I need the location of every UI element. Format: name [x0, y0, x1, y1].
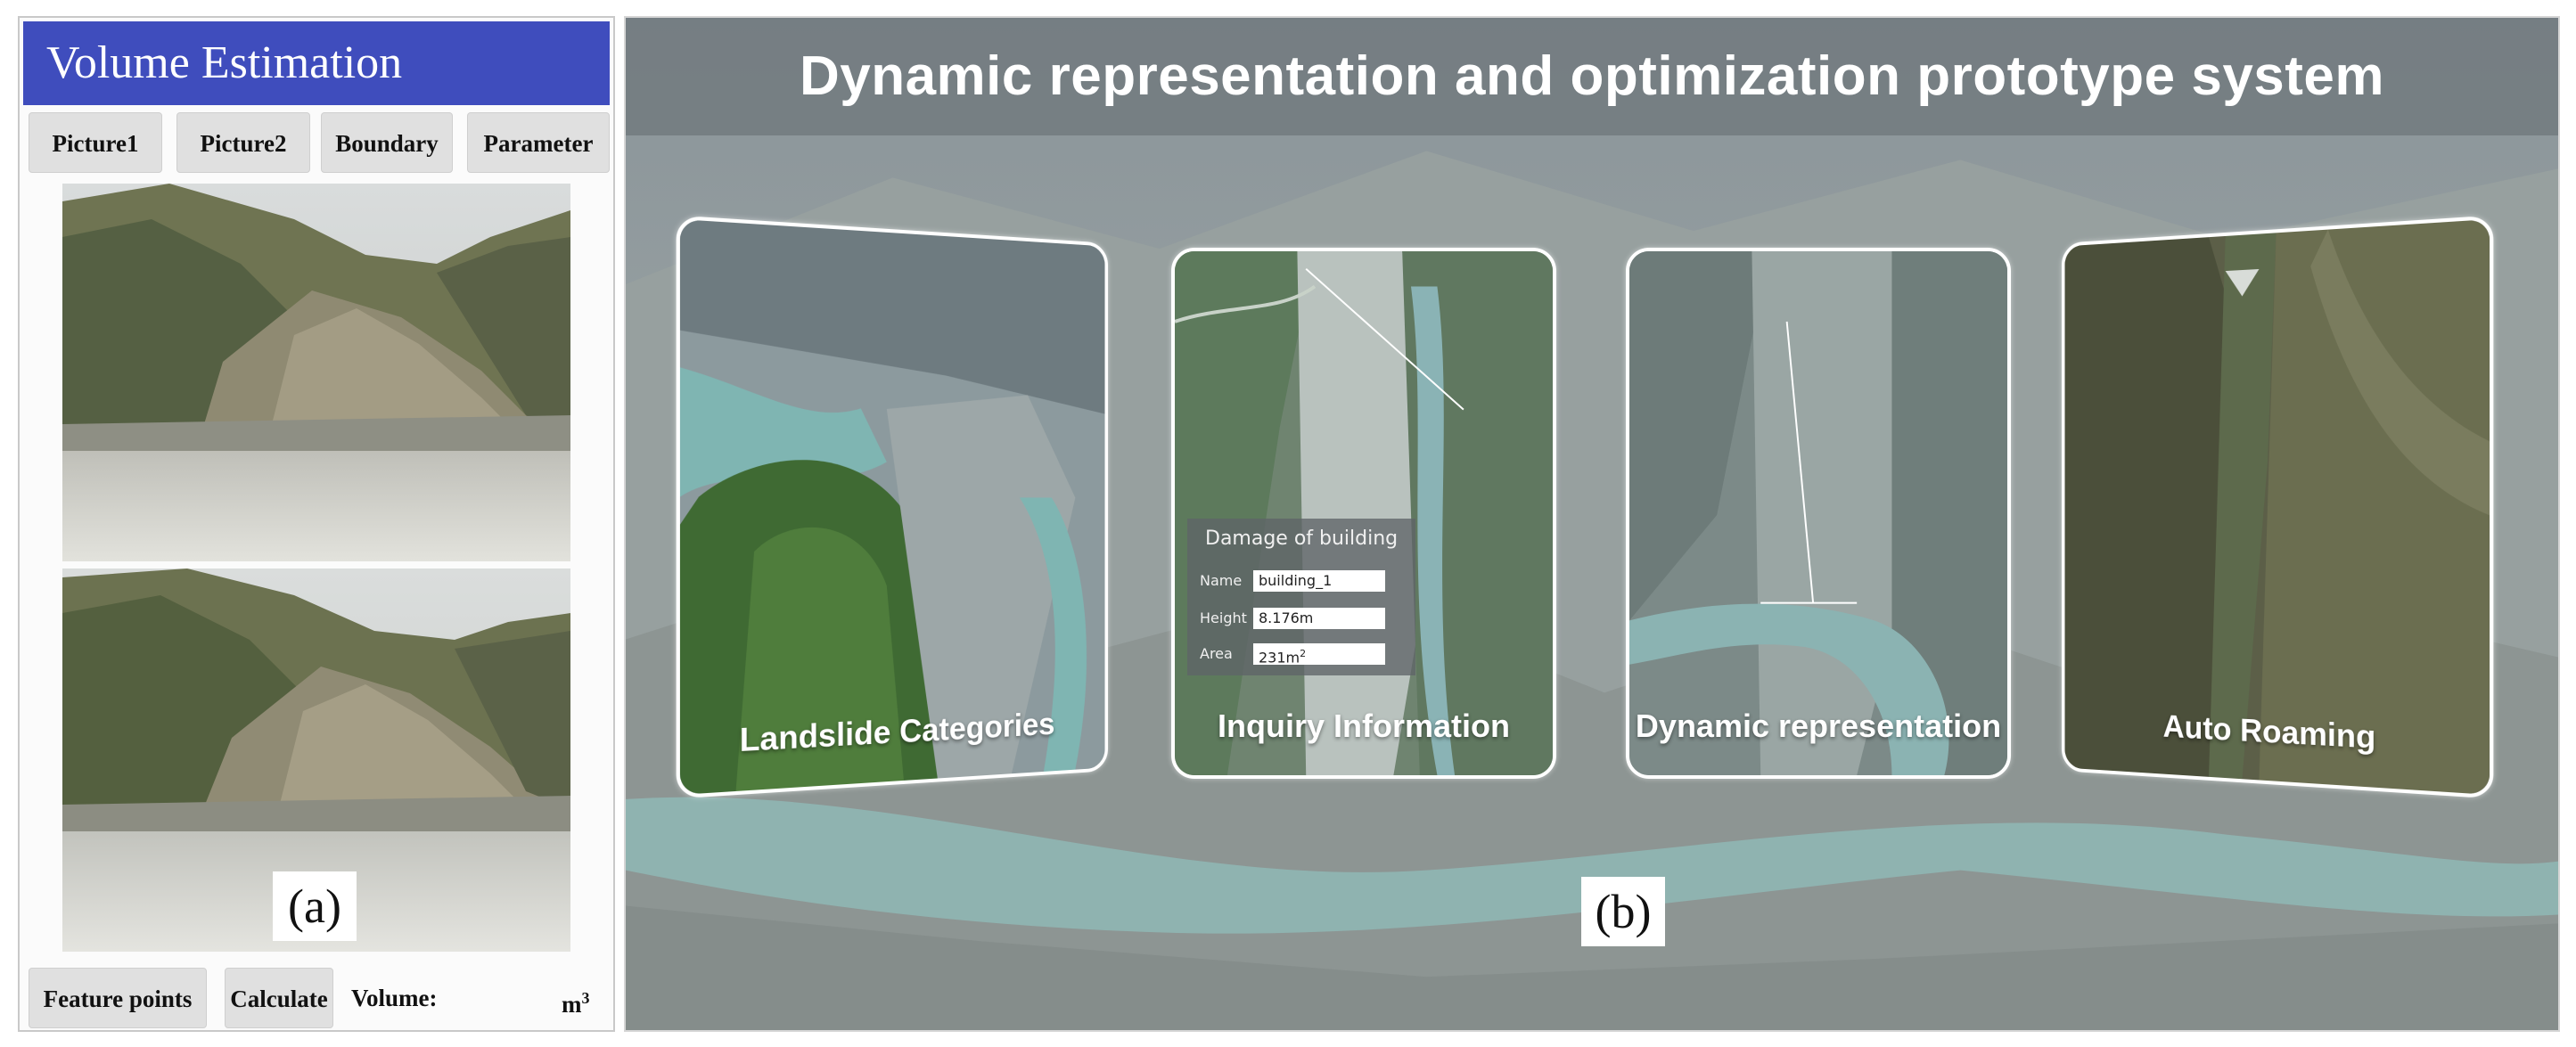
landslide-image [679, 219, 1105, 795]
name-field[interactable]: building_1 [1253, 570, 1385, 592]
area-exponent: 2 [1300, 648, 1307, 659]
dynamic-representation-card[interactable]: Dynamic representation [1626, 248, 2011, 779]
name-label: Name [1200, 572, 1243, 589]
system-title: Dynamic representation and optimization … [799, 45, 2385, 107]
picture1-button[interactable]: Picture1 [29, 112, 162, 173]
figure-label-a: (a) [273, 871, 357, 941]
landslide-photo-1 [62, 184, 570, 561]
inquiry-image [1175, 251, 1553, 775]
roaming-image [2064, 219, 2490, 795]
inquiry-information-label: Inquiry Information [1218, 708, 1510, 744]
volume-unit-base: m [562, 991, 582, 1018]
area-field[interactable]: 231m2 [1253, 643, 1385, 667]
panel-title: Volume Estimation [23, 21, 610, 105]
area-value: 231m [1259, 649, 1300, 667]
popup-title: Damage of building [1205, 528, 1399, 550]
parameter-button[interactable]: Parameter [467, 112, 610, 173]
height-label: Height [1200, 609, 1247, 626]
boundary-button[interactable]: Boundary [321, 112, 453, 173]
prototype-system-panel: Dynamic representation and optimization … [624, 16, 2560, 1032]
volume-unit-exponent: 3 [581, 989, 590, 1007]
building-info-popup: Damage of building Name building_1 Heigh… [1187, 519, 1415, 675]
feature-points-button[interactable]: Feature points [29, 968, 207, 1028]
dynamic-image [1629, 251, 2007, 775]
area-label: Area [1200, 645, 1233, 662]
inquiry-information-card[interactable]: Damage of building Name building_1 Heigh… [1171, 248, 1556, 779]
picture2-button[interactable]: Picture2 [176, 112, 310, 173]
volume-label: Volume: [351, 985, 438, 1011]
calculate-button[interactable]: Calculate [225, 968, 333, 1028]
figure-label-b: (b) [1581, 877, 1665, 946]
landslide-photo-2 [62, 568, 570, 952]
header-band [626, 18, 2558, 135]
volume-unit: m3 [562, 968, 590, 1035]
auto-roaming-card[interactable]: Auto Roaming [2061, 215, 2494, 799]
height-field[interactable]: 8.176m [1253, 608, 1385, 629]
landslide-categories-card[interactable]: Landslide Categories [676, 215, 1109, 799]
volume-estimation-panel: Volume Estimation Picture1 Picture2 Boun… [18, 16, 615, 1032]
dynamic-representation-label: Dynamic representation [1635, 708, 2002, 744]
